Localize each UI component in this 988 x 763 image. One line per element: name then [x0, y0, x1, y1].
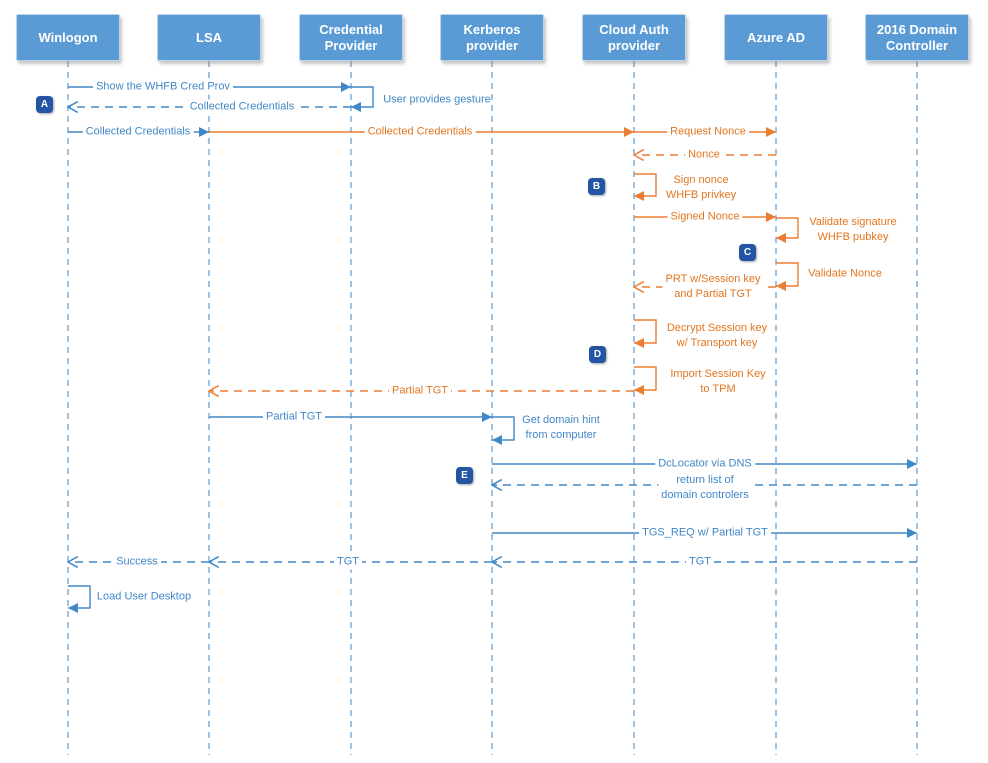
self-message-loop [492, 416, 515, 445]
message-label: Collected Credentials [82, 124, 194, 140]
message-label: Request Nonce [667, 124, 749, 140]
self-message-label: Validate Nonce [808, 267, 882, 280]
self-message-loop [634, 173, 657, 201]
message-label: Nonce [685, 147, 723, 163]
message-label: Collected Credentials [186, 99, 298, 115]
self-message-label: User provides gesture [383, 93, 491, 106]
step-badge: B [588, 178, 605, 195]
self-message-loop [776, 217, 799, 243]
actor-box: Winlogon [16, 14, 120, 61]
self-message-loop [634, 319, 657, 348]
message-label: TGT [334, 554, 362, 570]
step-badge: D [589, 346, 606, 363]
message-label: Show the WHFB Cred Prov [93, 79, 233, 95]
self-message-loop [634, 366, 657, 395]
message-label: Success [113, 554, 161, 570]
self-message-loop [68, 585, 91, 613]
self-message-loop [776, 262, 799, 291]
step-badge: C [739, 244, 756, 261]
actor-box: Azure AD [724, 14, 828, 61]
message-label: TGS_REQ w/ Partial TGT [639, 525, 771, 541]
message-label: Partial TGT [262, 409, 326, 425]
message-label: Signed Nonce [667, 209, 743, 225]
step-badge: E [456, 467, 473, 484]
self-message-label: Load User Desktop [96, 590, 192, 603]
message-label: Collected Credentials [364, 124, 476, 140]
actor-box: LSA [157, 14, 261, 61]
message-label: DcLocator via DNS [655, 456, 755, 472]
message-label: TGT [686, 554, 714, 570]
step-badge: A [36, 96, 53, 113]
message-label: Partial TGT [388, 383, 452, 399]
self-message-loop [351, 86, 374, 112]
